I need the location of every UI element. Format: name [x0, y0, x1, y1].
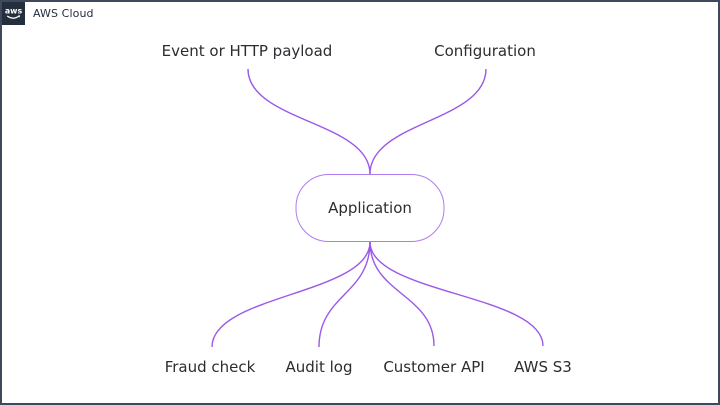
svg-text:aws: aws [5, 7, 23, 16]
connector-edge [211, 241, 371, 348]
input-label-event-http-payload: Event or HTTP payload [161, 42, 333, 60]
aws-logo-icon: aws [5, 7, 23, 19]
aws-logo-badge: aws [2, 2, 25, 25]
output-label-fraud-check: Fraud check [164, 358, 256, 376]
connector-edge [369, 68, 487, 175]
connector-edge [369, 241, 435, 347]
input-label-configuration: Configuration [434, 42, 536, 60]
group-title: AWS Cloud [33, 7, 94, 20]
application-node-label: Application [328, 199, 412, 217]
output-label-audit-log: Audit log [285, 358, 353, 376]
connector-edge [247, 68, 371, 175]
output-label-aws-s3: AWS S3 [514, 358, 572, 376]
connector-edge [318, 241, 371, 348]
connector-edge [369, 241, 544, 347]
output-label-customer-api: Customer API [383, 358, 485, 376]
application-node: Application [295, 174, 445, 242]
